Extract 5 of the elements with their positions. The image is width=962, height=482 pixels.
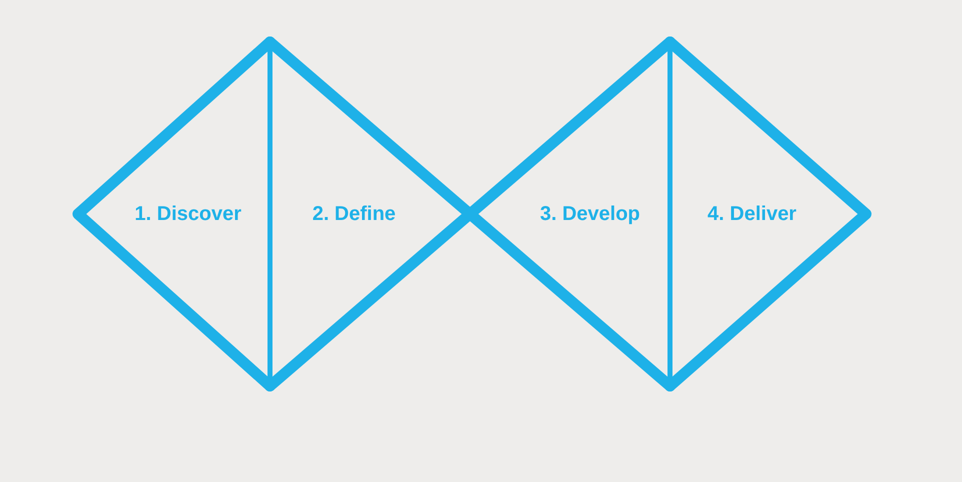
stage-label: 2. Define [312,202,396,227]
triangle-section [664,36,872,392]
stage-label: 4. Deliver [708,202,796,227]
stage-label: 1. Discover [134,202,242,227]
stage-label: 3. Develop [540,202,640,227]
